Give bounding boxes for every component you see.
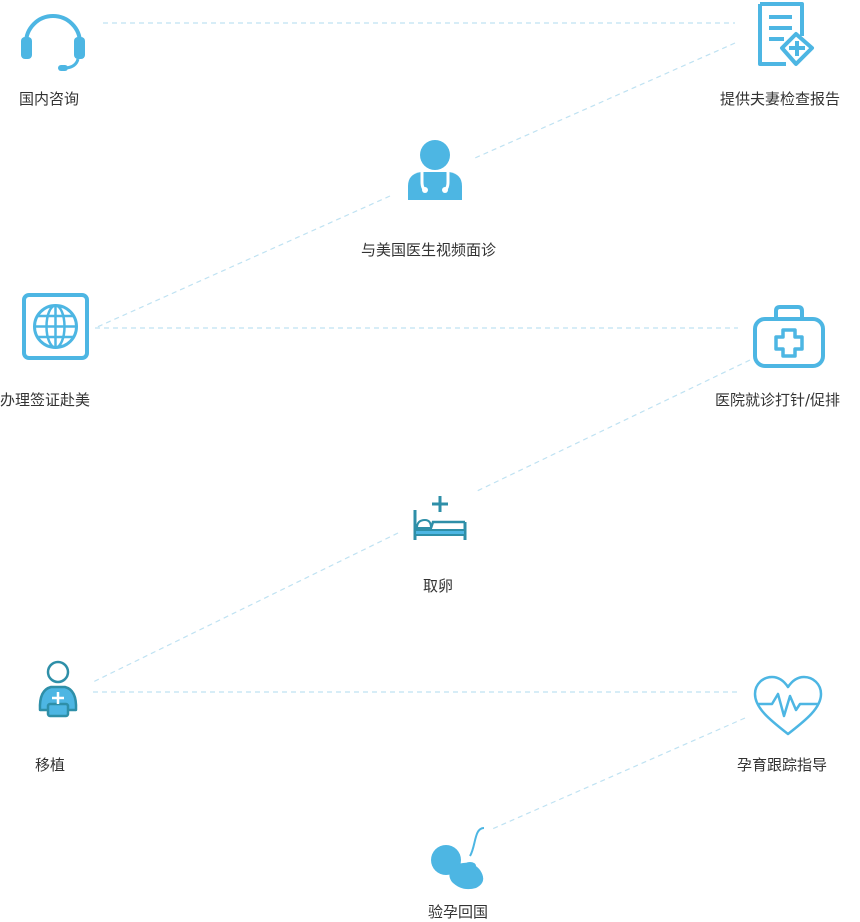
connector-8-9 [489, 717, 746, 831]
step-label-5: 医院就诊打针/促排 [715, 391, 841, 409]
fetus-icon [426, 826, 498, 892]
globe-icon [22, 293, 89, 360]
medical-kit-icon [752, 303, 826, 369]
hospital-bed-icon [411, 494, 469, 542]
heartbeat-icon [752, 674, 824, 738]
doctor-icon [405, 138, 465, 202]
patient-icon [36, 660, 80, 720]
step-label-8: 孕育跟踪指导 [737, 756, 828, 774]
step-label-3: 与美国医生视频面诊 [361, 241, 497, 259]
headset-icon [18, 5, 88, 75]
step-label-7: 移植 [35, 756, 66, 774]
step-label-6: 取卵 [423, 577, 454, 595]
connector-2-3 [474, 42, 736, 159]
connector-5-6 [474, 359, 751, 493]
step-label-4: 办理签证赴美 [0, 391, 91, 409]
step-label-2: 提供夫妻检查报告 [720, 90, 841, 108]
connector-6-7 [92, 532, 399, 683]
step-label-9: 验孕回国 [428, 903, 489, 921]
connector-3-4 [94, 195, 391, 329]
medical-report-icon [752, 0, 822, 72]
step-label-1: 国内咨询 [19, 90, 80, 108]
